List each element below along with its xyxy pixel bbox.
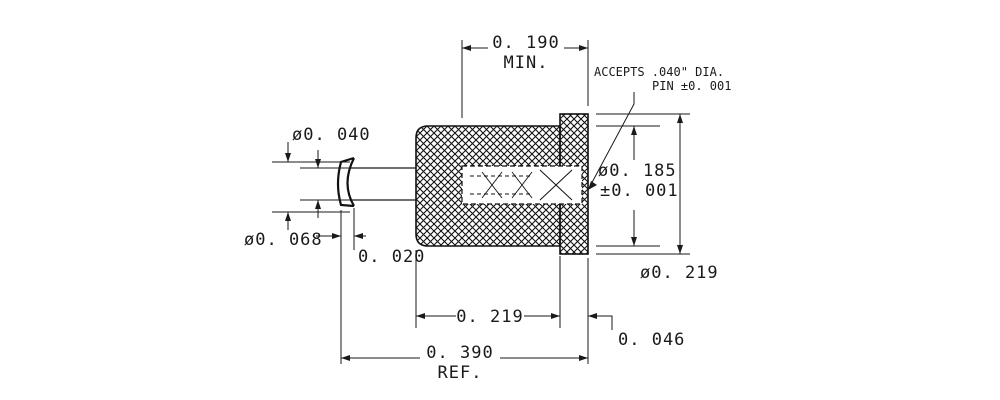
pin-note-line1: ACCEPTS .040" DIA. — [594, 65, 724, 79]
body-length-label: 0. 219 — [456, 307, 523, 327]
overall-length-suffix: REF. — [438, 363, 483, 383]
pin-note-line2: PIN ±0. 001 — [652, 79, 731, 93]
tail-shaft — [350, 167, 416, 201]
tail-tip — [336, 156, 355, 208]
bore-diameter-value: ø0. 185 — [598, 161, 677, 181]
dimension-lines — [272, 40, 690, 364]
overall-length-value: 0. 390 — [426, 343, 493, 363]
flange-diameter-label: ø0. 219 — [640, 263, 719, 283]
part-outline — [336, 113, 589, 255]
dimension-labels: 0. 190 MIN. ACCEPTS .040" DIA. PIN ±0. 0… — [244, 33, 731, 383]
bore-diameter-tolerance: ±0. 001 — [600, 181, 679, 201]
min-length-value: 0. 190 — [492, 33, 559, 53]
tail-diameter-label: ø0. 040 — [292, 125, 371, 145]
flange-thickness-label: 0. 046 — [618, 330, 685, 350]
internal-bore — [461, 165, 583, 205]
tip-diameter-label: ø0. 068 — [244, 230, 323, 250]
tip-length-label: 0. 020 — [358, 247, 425, 267]
min-length-suffix: MIN. — [504, 53, 549, 73]
